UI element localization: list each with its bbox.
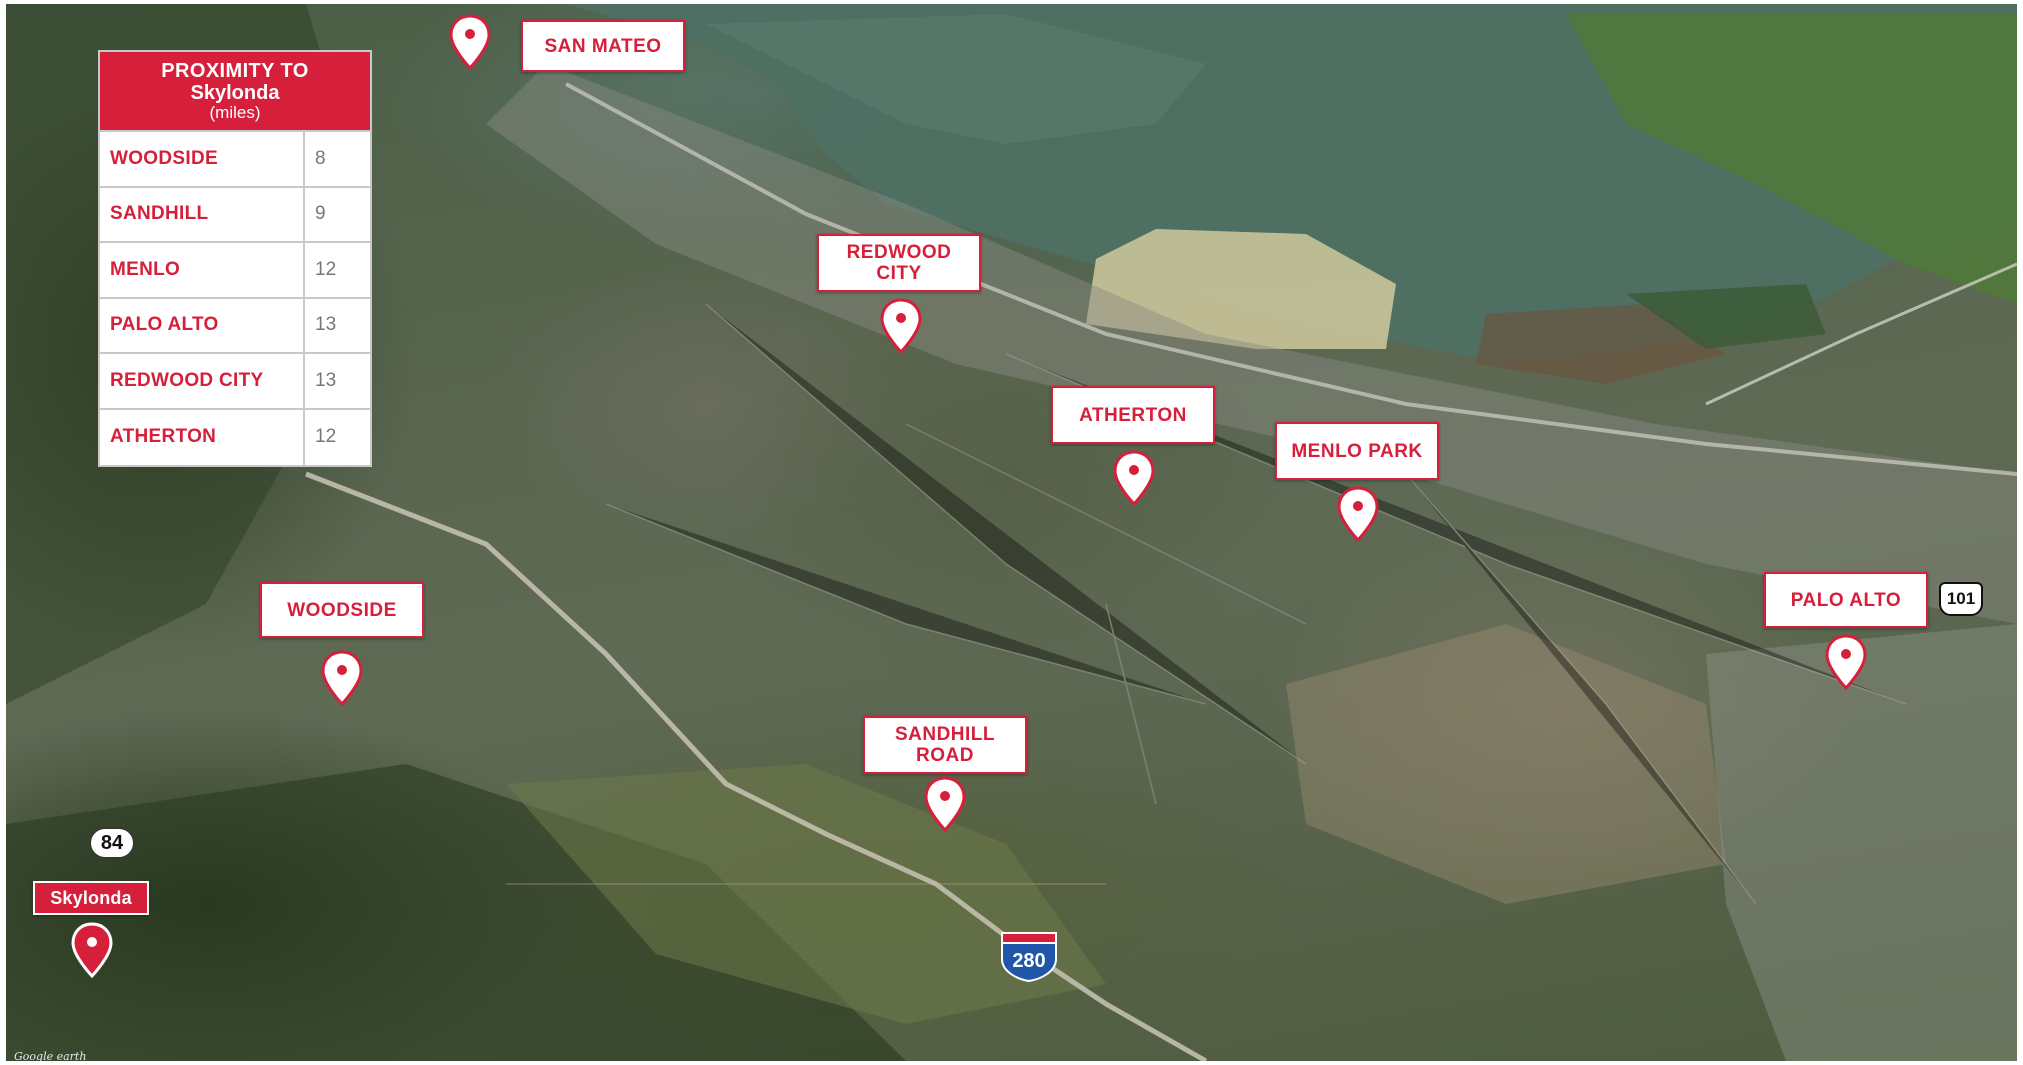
interstate-280-number: 280 <box>1012 950 1045 972</box>
google-earth-attribution: Google earth <box>14 1050 87 1061</box>
san-mateo-label-text: SAN MATEO <box>544 35 662 57</box>
us-101-number: 101 <box>1946 589 1976 608</box>
table-row: MENLO 12 <box>100 243 370 299</box>
table-row: REDWOOD CITY 13 <box>100 354 370 410</box>
table-city: MENLO <box>100 243 305 297</box>
table-subtitle: (miles) <box>209 103 261 122</box>
interstate-280-shield-icon: 280 <box>1001 932 1057 983</box>
palo-alto-pin-icon[interactable] <box>1824 634 1868 690</box>
map-terrain <box>6 4 2017 1061</box>
southern-hills <box>6 764 906 1061</box>
salt-ponds <box>1086 229 1396 349</box>
sandhill-road-label-line2: ROAD <box>916 745 974 766</box>
redwood-city-label-line1: REDWOOD <box>846 242 952 263</box>
palo-alto-label[interactable]: PALO ALTO <box>1764 572 1928 628</box>
table-miles: 12 <box>315 426 337 448</box>
table-miles: 13 <box>315 314 337 336</box>
table-miles: 12 <box>315 258 337 280</box>
table-header: PROXIMITY TO Skylonda (miles) <box>100 52 370 132</box>
table-miles: 13 <box>315 369 337 391</box>
bay-shallows <box>706 14 1206 144</box>
atherton-label-text: ATHERTON <box>1079 404 1187 426</box>
street-grid <box>506 303 1907 905</box>
us-101-shield-icon: 101 <box>1939 582 1983 616</box>
urban-corridor <box>486 64 2017 624</box>
redwood-city-label[interactable]: REDWOOD CITY <box>817 234 981 292</box>
east-bay-fields <box>1566 14 2017 304</box>
skylonda-label-text: Skylonda <box>50 887 132 908</box>
table-row: WOODSIDE 8 <box>100 132 370 188</box>
proximity-table: PROXIMITY TO Skylonda (miles) WOODSIDE 8… <box>98 50 372 467</box>
urban-southeast <box>1706 624 2017 1061</box>
san-mateo-pin-icon[interactable] <box>448 14 492 70</box>
table-city: REDWOOD CITY <box>100 354 305 408</box>
satellite-map[interactable]: SAN MATEO REDWOOD CITY ATHERTON MENLO PA… <box>6 4 2017 1061</box>
table-city: SANDHILL <box>100 187 305 241</box>
skylonda-label[interactable]: Skylonda <box>33 881 149 915</box>
highway-101-line <box>565 82 2017 476</box>
table-row: ATHERTON 12 <box>100 409 370 465</box>
table-title-line1: PROXIMITY TO <box>161 60 309 82</box>
stanford-campus <box>1286 624 1726 904</box>
atherton-pin-icon[interactable] <box>1112 450 1156 506</box>
table-title-line2: Skylonda <box>190 82 280 104</box>
table-city: WOODSIDE <box>100 132 305 186</box>
marsh <box>1476 304 1726 384</box>
redwood-city-pin-icon[interactable] <box>879 298 923 354</box>
table-miles: 9 <box>315 203 326 225</box>
menlo-park-label-text: MENLO PARK <box>1291 440 1423 462</box>
menlo-park-pin-icon[interactable] <box>1336 486 1380 542</box>
table-city: ATHERTON <box>100 409 305 465</box>
sandhill-road-label-line1: SANDHILL <box>894 724 996 745</box>
woodside-label-text: WOODSIDE <box>287 599 397 621</box>
route-84-number: 84 <box>100 831 124 854</box>
palo-alto-label-text: PALO ALTO <box>1790 589 1902 611</box>
menlo-park-label[interactable]: MENLO PARK <box>1275 422 1439 480</box>
sandhill-road-label[interactable]: SANDHILL ROAD <box>863 716 1027 774</box>
highway-280-line <box>305 471 1208 1061</box>
woodside-pin-icon[interactable] <box>320 650 364 706</box>
table-row: SANDHILL 9 <box>100 187 370 243</box>
table-row: PALO ALTO 13 <box>100 298 370 354</box>
table-city: PALO ALTO <box>100 298 305 352</box>
route-84-shield-icon: 84 <box>90 828 134 858</box>
grassland <box>506 764 1106 1024</box>
dumbarton-bridge <box>1705 262 2017 406</box>
woodside-label[interactable]: WOODSIDE <box>260 582 424 638</box>
table-miles: 8 <box>315 147 326 169</box>
skylonda-pin-icon[interactable] <box>70 922 114 978</box>
redwood-city-label-line2: CITY <box>876 263 922 284</box>
atherton-label[interactable]: ATHERTON <box>1051 386 1215 444</box>
marsh-green <box>1626 284 1826 349</box>
sandhill-road-pin-icon[interactable] <box>923 776 967 832</box>
san-mateo-label[interactable]: SAN MATEO <box>521 20 685 72</box>
